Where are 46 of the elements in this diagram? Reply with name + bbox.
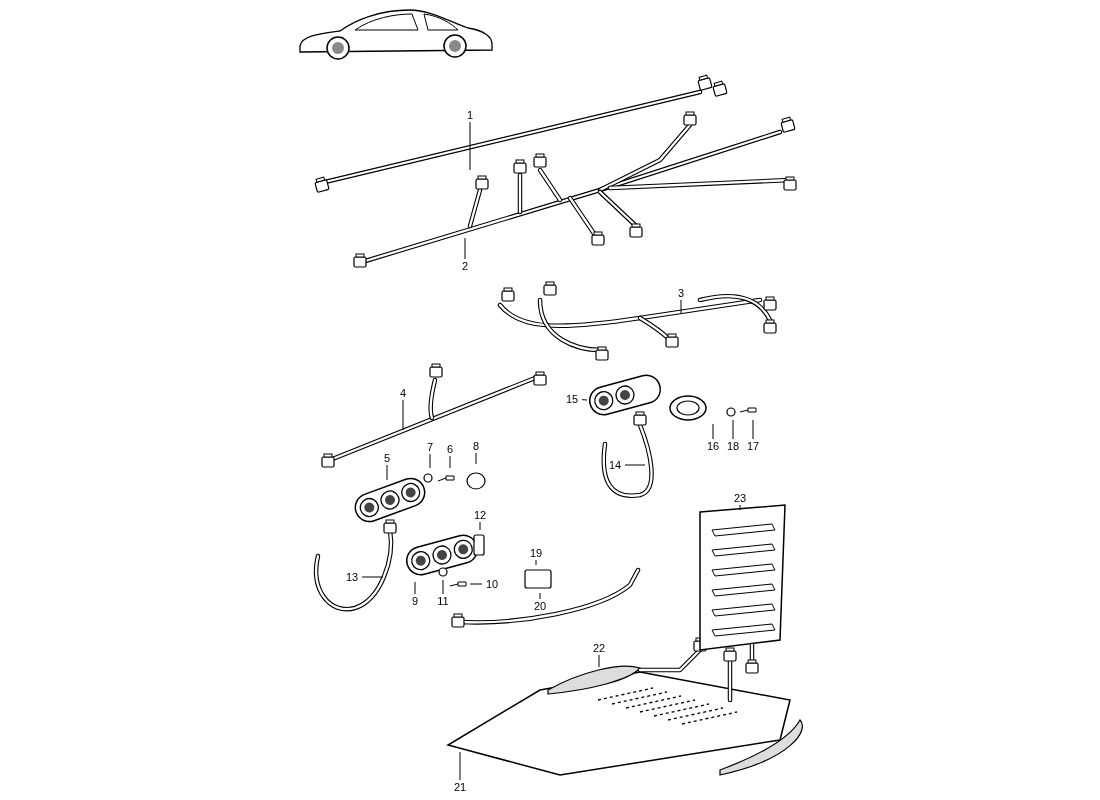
callout-number: 3 bbox=[676, 286, 686, 300]
leader-line bbox=[598, 654, 600, 668]
callout-number: 12 bbox=[472, 508, 488, 522]
leader-line bbox=[581, 399, 588, 401]
callout-number: 9 bbox=[410, 594, 420, 608]
leader-line bbox=[402, 399, 404, 431]
callout-number: 8 bbox=[471, 439, 481, 453]
leader-line bbox=[459, 751, 461, 781]
leader-line bbox=[680, 299, 682, 314]
callout-number: 11 bbox=[436, 594, 450, 608]
leader-line bbox=[414, 581, 416, 595]
leader-line bbox=[535, 559, 537, 566]
leader-line bbox=[386, 464, 388, 481]
callout-number: 4 bbox=[398, 386, 408, 400]
leader-line bbox=[712, 423, 714, 440]
leader-line bbox=[752, 419, 754, 440]
callout-number: 18 bbox=[725, 439, 741, 453]
leader-line bbox=[429, 453, 431, 469]
callout-number: 19 bbox=[528, 546, 544, 560]
callout-number: 13 bbox=[344, 570, 360, 584]
callout-number: 14 bbox=[607, 458, 623, 472]
leader-line bbox=[469, 583, 483, 585]
callout-number: 6 bbox=[445, 442, 455, 456]
leader-line bbox=[479, 521, 481, 531]
leader-line bbox=[475, 452, 477, 465]
leader-line bbox=[449, 455, 451, 469]
leader-line bbox=[469, 121, 471, 171]
callout-number: 22 bbox=[591, 641, 607, 655]
leader-line bbox=[739, 504, 741, 511]
callout-number: 17 bbox=[745, 439, 761, 453]
leader-line bbox=[361, 576, 384, 578]
callout-number: 15 bbox=[564, 392, 580, 406]
callout-number: 16 bbox=[705, 439, 721, 453]
leader-line bbox=[442, 579, 444, 595]
callout-number: 1 bbox=[465, 108, 475, 122]
leader-line bbox=[624, 464, 646, 466]
leader-line bbox=[732, 419, 734, 440]
leader-line bbox=[539, 592, 541, 600]
callout-number: 21 bbox=[452, 780, 468, 794]
leader-line bbox=[464, 237, 466, 260]
callout-number: 23 bbox=[732, 491, 748, 505]
callout-number: 5 bbox=[382, 451, 392, 465]
callout-number: 20 bbox=[532, 599, 548, 613]
callout-number: 2 bbox=[460, 259, 470, 273]
callout-number: 7 bbox=[425, 440, 435, 454]
callout-number: 10 bbox=[484, 577, 500, 591]
